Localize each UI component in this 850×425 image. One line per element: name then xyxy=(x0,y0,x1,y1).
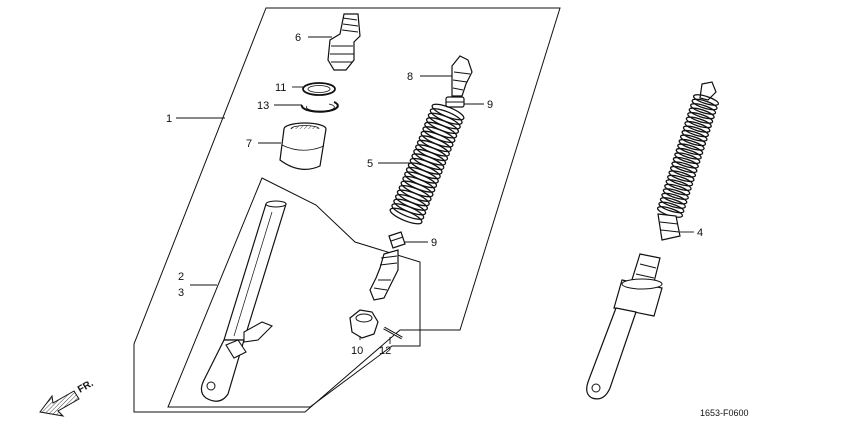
shock-spring-coil xyxy=(682,125,709,138)
shock-spring-coil xyxy=(692,94,720,106)
callout-10: 10 xyxy=(351,345,363,357)
shock-spring-coil xyxy=(688,107,715,120)
callout-11: 11 xyxy=(275,82,286,94)
shock-spring-coil xyxy=(677,143,704,156)
shock-spring-coil xyxy=(687,112,714,124)
shock-spring-coil xyxy=(690,103,717,115)
shock-spring-coil xyxy=(667,174,694,187)
callout-8: 8 xyxy=(407,71,413,83)
diagram-code: 1653-F0600 xyxy=(700,408,749,418)
part-9-lower-bushing xyxy=(388,231,406,249)
part-4-shock-assembly xyxy=(586,81,720,400)
front-direction-arrow-icon xyxy=(39,390,80,417)
shock-spring-coil xyxy=(664,183,691,196)
damper-rod xyxy=(369,249,399,301)
shock-spring-coil xyxy=(662,188,689,200)
shock-spring-coil xyxy=(665,179,692,191)
callout-1: 1 xyxy=(166,113,172,125)
shock-spring-coil xyxy=(658,201,685,214)
callout-7: 7 xyxy=(246,138,252,150)
leader-lines xyxy=(176,36,694,344)
shock-spring-coil xyxy=(678,138,705,151)
part-10-nut xyxy=(349,309,379,339)
part-9-upper-bushing xyxy=(445,96,465,108)
part-12-pin xyxy=(383,326,403,340)
shock-spring-coil xyxy=(674,152,701,165)
assembly-boundary-inner xyxy=(167,177,421,408)
callout-4: 4 xyxy=(697,227,703,239)
callout-9-lower: 9 xyxy=(431,237,437,249)
shock-spring-coil xyxy=(672,156,699,169)
callout-6: 6 xyxy=(295,32,301,44)
part-2-3-fork-slider xyxy=(200,200,287,402)
part-7-collar xyxy=(279,122,327,170)
part-5-fork-spring xyxy=(389,103,465,225)
part-13-circlip xyxy=(300,101,339,113)
callout-12: 12 xyxy=(379,345,391,357)
spring-coil xyxy=(389,207,423,225)
shock-spring-coil xyxy=(685,116,712,129)
shock-spring-coil xyxy=(675,147,702,160)
shock-spring-coil xyxy=(668,170,695,183)
shock-spring-coil xyxy=(691,98,718,111)
callout-5: 5 xyxy=(367,158,373,170)
part-11-o-ring xyxy=(302,82,336,96)
shock-spring-coil xyxy=(661,192,688,205)
spring-coil xyxy=(391,203,425,220)
callout-9-upper: 9 xyxy=(487,99,493,111)
shock-spring-coil xyxy=(669,165,697,178)
shock-spring-coil xyxy=(659,197,686,209)
callout-13: 13 xyxy=(257,100,269,112)
part-8-spring-seat xyxy=(451,55,473,97)
part-6-fork-bolt xyxy=(327,13,361,71)
assembly-boundary-outer xyxy=(133,7,561,413)
front-direction-indicator: FR. xyxy=(39,378,96,417)
shock-spring-coil xyxy=(679,134,707,147)
callout-2: 2 xyxy=(178,271,184,283)
callout-3: 3 xyxy=(178,287,184,299)
front-direction-label: FR. xyxy=(76,378,96,396)
shock-spring-coil xyxy=(684,121,711,133)
shock-spring-coil xyxy=(681,129,708,142)
shock-spring-coil xyxy=(671,161,698,174)
